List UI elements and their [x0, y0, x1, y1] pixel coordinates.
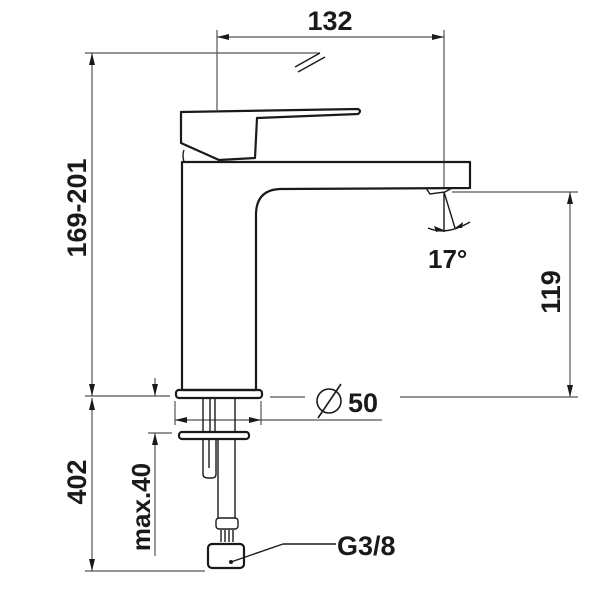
overall-height-label: 169-201	[62, 158, 92, 257]
dimension-spout-angle: 17°	[427, 191, 471, 274]
dimension-spout-height: 119	[400, 191, 578, 398]
spout-reach-label: 132	[307, 6, 352, 36]
max-thickness-label: max.40	[126, 463, 156, 551]
faucet-body	[174, 107, 472, 400]
dimension-max-thickness: max.40	[126, 378, 172, 556]
dimension-overall-height: 169-201	[62, 52, 320, 397]
connection-thread-callout: G3/8	[230, 531, 396, 563]
spout-angle-label: 17°	[428, 244, 467, 274]
spout-height-label: 119	[536, 270, 566, 314]
dimension-spout-reach: 132	[216, 6, 445, 188]
mounting-hardware	[177, 398, 251, 570]
dimension-hose-length: 402	[62, 398, 205, 572]
connection-thread-label: G3/8	[337, 531, 396, 561]
hose-length-label: 402	[62, 459, 92, 504]
dimension-base-diameter: 50	[174, 383, 382, 425]
lever-range-mark	[294, 52, 326, 73]
base-diameter-label: 50	[348, 388, 378, 418]
